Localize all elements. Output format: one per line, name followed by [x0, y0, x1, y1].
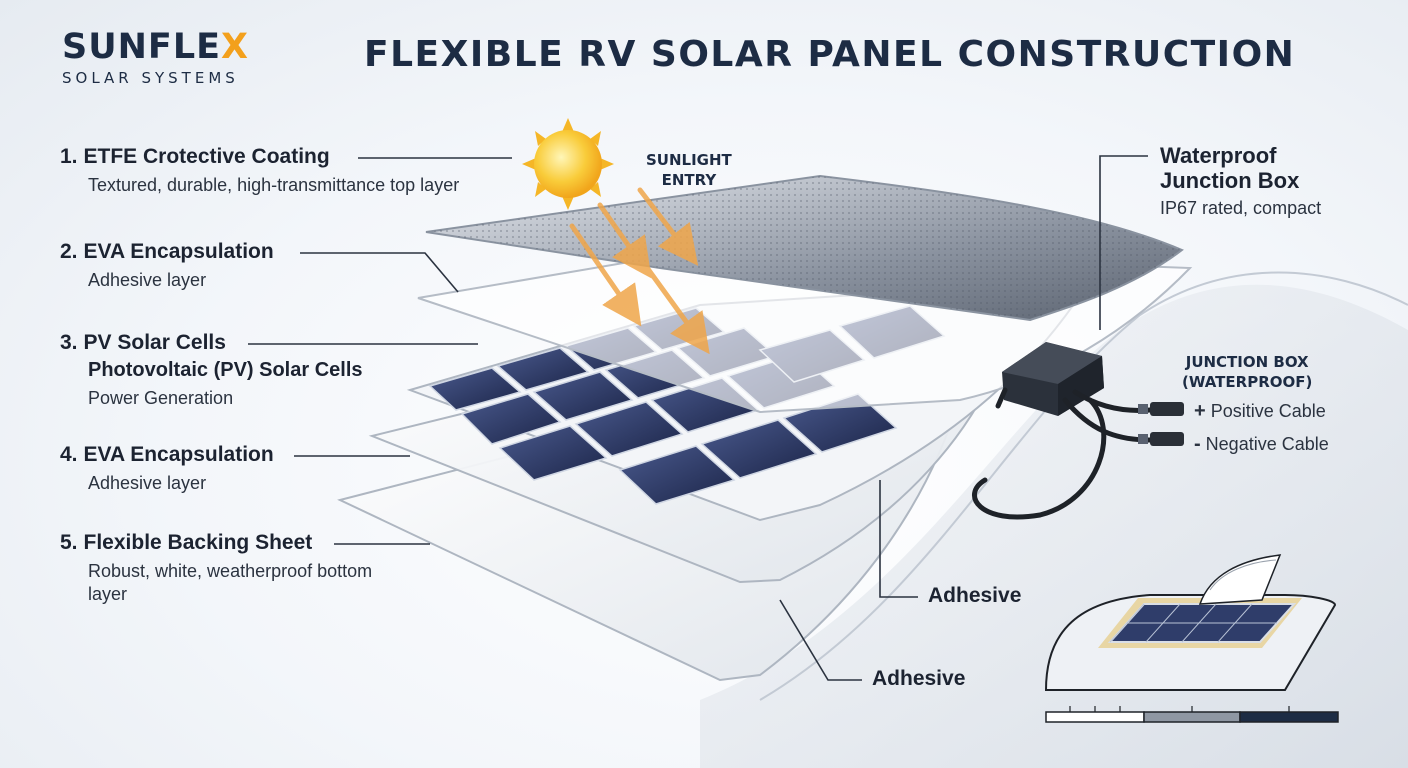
layer-name: EVA Encapsulation: [83, 443, 274, 466]
layer-callout-1: 1.ETFE Crotective Coating Textured, dura…: [60, 145, 459, 197]
brand-name: SUNFLEX: [62, 27, 250, 67]
scale-bar: [1045, 706, 1339, 723]
layer-name: Flexible Backing Sheet: [83, 531, 313, 554]
layer-callout-4: 4.EVA Encapsulation Adhesive layer: [60, 443, 274, 495]
layer-name: PV Solar Cells: [83, 331, 226, 354]
layer-name: EVA Encapsulation: [83, 240, 274, 263]
negative-cable-label: -Negative Cable: [1194, 433, 1329, 455]
cable-connectors: [1138, 402, 1184, 446]
layer-desc: Adhesive layer: [88, 473, 207, 493]
page-title: FLEXIBLE RV SOLAR PANEL CONSTRUCTION: [364, 34, 1296, 75]
sunlight-label: SUNLIGHT ENTRY: [646, 151, 732, 190]
positive-cable-label: +Positive Cable: [1194, 400, 1326, 422]
junction-box: [1002, 342, 1104, 416]
sunlight-arrows: [569, 187, 710, 355]
layer-desc: Robust, white, weatherproof bottom layer: [88, 561, 373, 605]
layer-callout-5: 5.Flexible Backing Sheet Robust, white, …: [60, 531, 372, 607]
layer-desc: Adhesive layer: [88, 270, 207, 290]
layer-desc: Power Generation: [88, 388, 234, 408]
layer-callout-3: 3.PV Solar Cells Photovoltaic (PV) Solar…: [60, 331, 363, 410]
leader-lines: [248, 155, 1148, 681]
adhesive-label: Adhesive: [928, 584, 1022, 607]
brand-tagline: SOLAR SYSTEMS: [62, 69, 239, 87]
junction-box-label: JUNCTION BOX (WATERPROOF): [1182, 353, 1313, 392]
layer-name-full: Photovoltaic (PV) Solar Cells: [88, 359, 363, 381]
junction-box-title: Waterproof Junction Box: [1160, 143, 1300, 194]
install-inset: [1044, 554, 1337, 691]
junction-box-subtitle: IP67 rated, compact: [1160, 198, 1322, 218]
sun-icon: [522, 118, 614, 210]
layer-etfe-coating: [425, 174, 1184, 322]
layer-desc: Textured, durable, high-transmittance to…: [88, 175, 460, 195]
adhesive-label: Adhesive: [872, 667, 966, 690]
layer-callout-2: 2.EVA Encapsulation Adhesive layer: [60, 240, 274, 292]
brand-logo: SUNFLEX SOLAR SYSTEMS: [62, 27, 250, 88]
layer-name: ETFE Crotective Coating: [83, 145, 330, 168]
